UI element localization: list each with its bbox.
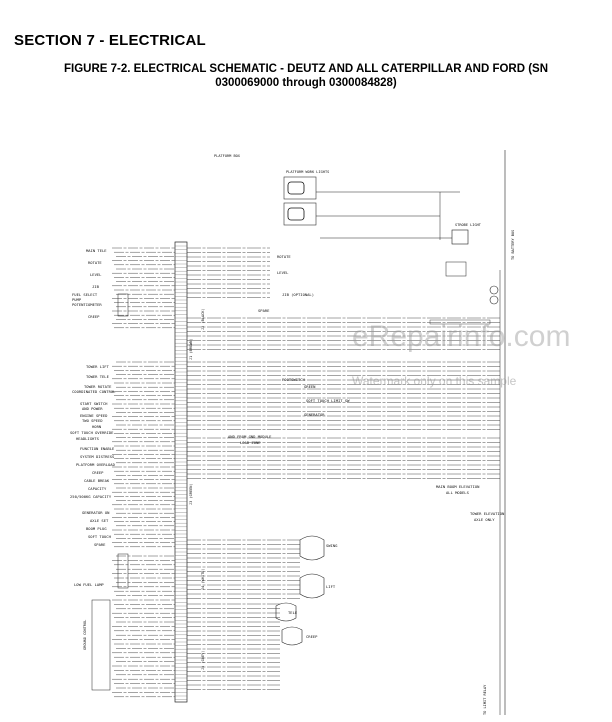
left-label-engine-speed: ENGINE SPEED	[80, 413, 108, 418]
left-label-creep: CREEP	[88, 314, 100, 319]
left-label-cable-break: CABLE BREAK	[84, 478, 110, 483]
left-label-low-fuel-lamp: LOW FUEL LAMP	[74, 582, 104, 587]
left-label-rotate: ROTATE	[88, 260, 102, 265]
terminal-strip	[429, 319, 491, 325]
figure-title: FIGURE 7-2. ELECTRICAL SCHEMATIC - DEUTZ…	[20, 62, 592, 90]
left-wires	[112, 247, 175, 698]
right-label-gnd-module: AND FROM GND MODULE	[228, 434, 272, 439]
right-label-generator: GENERATOR	[304, 412, 325, 417]
left-label-tower-tele: TOWER TELE	[86, 374, 110, 379]
left-label-ground-control: GROUND CONTROL	[83, 620, 87, 650]
left-label-axle-set: AXLE SET	[90, 518, 109, 523]
lift-valve-coil	[299, 573, 325, 599]
platform-box-label: PLATFORM BOX	[214, 154, 241, 158]
ground-control-box	[91, 599, 111, 691]
main-boom-elevation-label: MAIN BOOM ELEVATION	[436, 484, 480, 489]
left-label-tower-rotate: TOWER ROTATE	[84, 384, 112, 389]
left-label-headlights: HEADLIGHTS	[76, 436, 100, 441]
connector-j5-label: J5 (GREY)	[201, 651, 205, 670]
right-label-soft-touch-limit: SOFT TOUCH LIMIT SW	[306, 398, 350, 403]
right-label-tele: TELE	[288, 610, 298, 615]
connector-j1-label: J1 (BROWN)	[189, 338, 193, 360]
swing-valve-coil	[299, 535, 325, 561]
limit-switch-2	[489, 295, 499, 305]
left-label-coordinated-control: COORDINATED CONTROL	[72, 389, 116, 394]
connector-j3-label: J3 (GREEN)	[189, 483, 193, 505]
work-light-box-1	[283, 176, 317, 200]
platform-work-lights-label: PLATFORM WORK LIGHTS	[286, 170, 329, 174]
left-label-soft-touch-override: SOFT TOUCH OVERRIDE	[70, 430, 114, 435]
all-models-label: ALL MODELS	[446, 490, 470, 495]
low-fuel-switch-box	[117, 553, 129, 589]
figure-title-line-2: 0300069000 through 0300084828)	[215, 77, 397, 89]
watermark-notice: Watermark only on this sample	[352, 374, 517, 388]
left-label-250-500kg-capacity: 250/500KG CAPACITY	[70, 494, 112, 499]
creep-valve-coil	[281, 626, 303, 646]
left-label-soft-touch: SOFT TOUCH	[88, 534, 112, 539]
left-label-creep-2: CREEP	[92, 470, 104, 475]
left-label-spare: SPARE	[94, 542, 106, 547]
tower-elevation-label: TOWER ELEVATION	[470, 511, 505, 516]
to-battery-label: TO BATTERY BUS	[511, 230, 515, 260]
strobe-light-label: STROBE LIGHT	[455, 223, 482, 227]
right-label-creep: CREEP	[306, 634, 318, 639]
right-label-green: GREEN	[304, 384, 316, 389]
relay-box	[445, 261, 467, 277]
left-label-fuel-select: FUEL SELECT	[72, 292, 98, 297]
left-label-two-speed: TWO SPEED	[82, 418, 103, 423]
left-label-and-power: AND POWER	[82, 406, 103, 411]
figure-title-line-1: FIGURE 7-2. ELECTRICAL SCHEMATIC - DEUTZ…	[63, 63, 549, 75]
left-label-platform-overload: PLATFORM OVERLOAD	[76, 462, 116, 467]
work-light-icon-1	[287, 181, 305, 195]
left-label-horn: HORN	[92, 424, 102, 429]
main-connector-strip	[174, 241, 188, 703]
strobe-light-icon	[451, 229, 469, 245]
left-label-jib: JIB	[92, 284, 100, 289]
right-label-spare: SPARE	[258, 308, 270, 313]
connector-pins	[175, 245, 187, 700]
left-label-boom-plug: BOOM PLUG	[86, 526, 107, 531]
left-label-function-enable: FUNCTION ENABLE	[80, 446, 115, 451]
right-label-swing: SWING	[326, 543, 338, 548]
section-title: SECTION 7 - ELECTRICAL	[14, 32, 206, 49]
work-light-icon-2	[287, 207, 305, 221]
tele-valve-coil	[275, 602, 297, 622]
left-label-pump: PUMP	[72, 297, 82, 302]
right-label-footswitch: FOOTSWITCH	[282, 377, 306, 382]
connector-j2-label: J2 (BLACK)	[201, 308, 205, 330]
left-label-generator-on: GENERATOR ON	[82, 510, 110, 515]
left-label-main-tele: MAIN TELE	[86, 248, 107, 253]
right-label-load-zone: LOAD ZONE	[240, 440, 261, 445]
left-label-capacity: CAPACITY	[88, 486, 107, 491]
axle-only-label: AXLE ONLY	[474, 517, 495, 522]
right-label-rotate: ROTATE	[277, 254, 291, 259]
watermark-domain: eRepairinfo.com	[352, 320, 571, 353]
left-labels: MAIN TELE ROTATE LEVEL JIB FUEL SELECT P…	[70, 248, 116, 650]
right-label-level: LEVEL	[277, 270, 289, 275]
left-label-level: LEVEL	[90, 272, 102, 277]
left-label-system-distress: SYSTEM DISTRESS	[80, 454, 115, 459]
to-limit-relay-label: TO LIMIT RELAY	[483, 684, 487, 715]
connector-j4-label: J4 (WHITE)	[201, 568, 205, 590]
right-wires	[187, 247, 500, 690]
fuel-pump-switch-box	[117, 293, 129, 317]
right-label-lift: LIFT	[326, 584, 336, 589]
left-label-start-switch: START SWITCH	[80, 401, 108, 406]
left-label-potentiometer: POTENTIOMETER	[72, 302, 102, 307]
left-label-tower-lift: TOWER LIFT	[86, 364, 110, 369]
right-label-jib: JIB (OPTIONAL)	[282, 292, 314, 297]
limit-switch-1	[489, 285, 499, 295]
work-light-box-2	[283, 202, 317, 226]
